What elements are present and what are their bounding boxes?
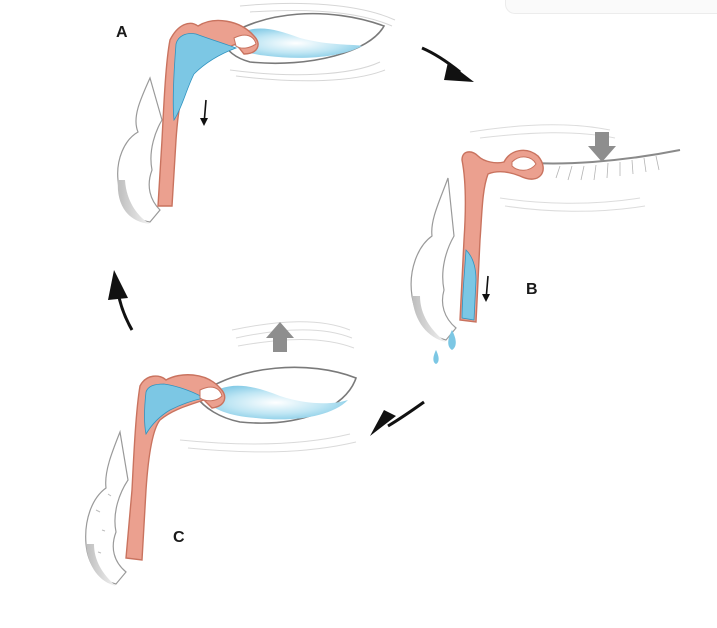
duct-fluid-a [172, 33, 238, 122]
panel-a [117, 2, 396, 224]
tear-lake-a [230, 28, 362, 58]
duct-b [459, 149, 544, 323]
cycle-arrow-b-to-c-icon [370, 400, 425, 436]
cycle-arrow-a-to-b-icon [421, 46, 474, 82]
duct-fluid-b [461, 249, 477, 321]
tear-lake-c [204, 385, 348, 420]
panel-c [85, 321, 358, 586]
corner-tab [505, 0, 717, 14]
lid-up-arrow-icon [266, 322, 294, 352]
eyelid-lines-a [229, 2, 396, 82]
eyelid-lines-c [179, 321, 357, 453]
tear-drop-small-icon [433, 350, 439, 364]
tear-drop-icon [448, 330, 456, 350]
panel-label-a: A [116, 24, 128, 41]
duct-fluid-c [144, 383, 206, 436]
panel-b [410, 124, 681, 364]
panel-label-b: B [526, 281, 538, 298]
lid-down-arrow-icon [588, 132, 616, 162]
eyelashes-b [555, 155, 660, 181]
panel-label-c: C [173, 529, 185, 546]
cycle-arrow-c-to-a-icon [108, 270, 134, 331]
